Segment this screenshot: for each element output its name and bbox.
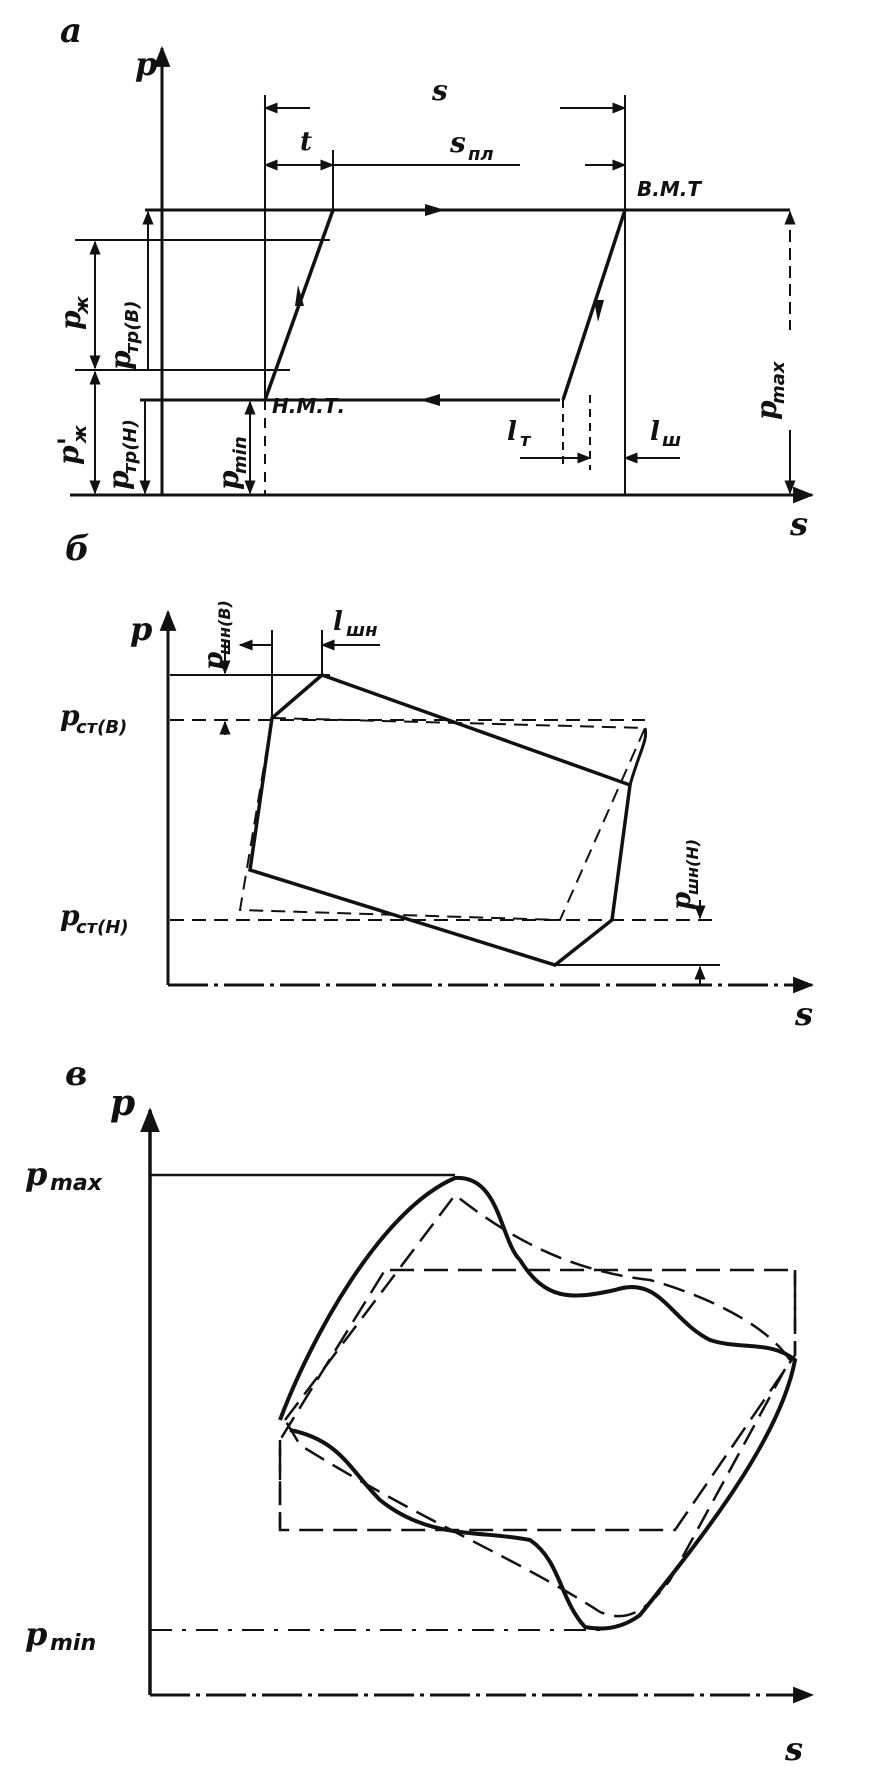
svg-text:p: p [54,310,87,330]
p-shnB-label: p шн(В) [199,600,234,670]
real-cycle-wave-outline [278,1175,798,1631]
p-zh-prime-label: p' ж [52,424,91,465]
svg-text:шн(В): шн(В) [215,600,234,655]
s-pl-label: s [449,126,466,159]
pump-cycle-diagram [140,204,790,406]
svg-text:min: min [50,1631,96,1656]
s-axis-label-c: s [784,1730,803,1768]
svg-text:p: p [667,892,697,910]
vmt-label: В.М.Т [637,177,702,201]
svg-text:max: max [768,360,789,404]
p-axis-label-b: p [130,610,152,648]
svg-text:p: p [104,350,137,370]
t-label: t [300,127,312,157]
svg-text:ж: ж [70,424,91,444]
p-min-label-a: p min [212,436,251,490]
svg-text:т: т [520,430,532,451]
direction-arrow-left [420,394,440,406]
stroke-s-label: s [431,74,448,107]
svg-text:p: p [750,400,783,420]
svg-text:min: min [230,436,251,474]
panel-a: a p s s t s пл [52,11,815,543]
panel-b: б p s l шн p шн(В) p шн [60,529,815,1033]
svg-text:ст(Н): ст(Н) [76,917,129,938]
p-max-label-a: p max [750,360,789,420]
l-t-label: l [507,417,517,447]
svg-text:шн: шн [346,620,378,641]
intermediate-cycle-outline [283,1193,792,1618]
p-trH-label: p тр(Н) [102,419,141,490]
s-axis-label-b: s [794,995,813,1033]
panel-b-letter: б [65,529,90,569]
direction-arrow-up [295,285,304,306]
p-axis-label-c: p [110,1082,135,1124]
svg-text:ш: ш [662,430,681,451]
p-trB-label: p тр(В) [104,301,143,371]
s-axis-label: s [789,505,808,543]
p-min-label-c: p [25,1615,47,1653]
nmt-label: Н.М.Т. [272,394,345,418]
svg-text:шн(Н): шн(Н) [683,839,702,895]
p-max-label-c: p [25,1155,47,1193]
direction-arrow-down [594,300,604,322]
svg-text:ж: ж [72,295,93,315]
panel-a-letter: a [60,11,82,51]
svg-text:тр(В): тр(В) [122,301,143,355]
svg-text:тр(Н): тр(Н) [120,419,141,474]
svg-text:p: p [199,652,229,670]
panel-c: в p s p max p min [25,1054,815,1768]
svg-text:пл: пл [468,144,494,165]
svg-text:p': p' [52,437,85,465]
svg-text:p: p [212,470,245,490]
svg-text:max: max [50,1171,103,1196]
p-stH-label: p [60,899,80,932]
panel-c-letter: в [65,1054,87,1094]
p-stB-label: p [60,699,80,732]
direction-arrow-right [425,204,445,216]
svg-text:p: p [102,470,135,490]
expansion-line [561,209,627,401]
p-zh-label: p ж [54,295,93,330]
l-shn-label: l [333,607,343,637]
p-axis-label: p [135,45,157,83]
l-sh-label: l [650,417,660,447]
svg-text:ст(В): ст(В) [76,717,127,738]
p-shnH-label: p шн(Н) [667,839,702,910]
static-cycle-outline [238,716,647,922]
